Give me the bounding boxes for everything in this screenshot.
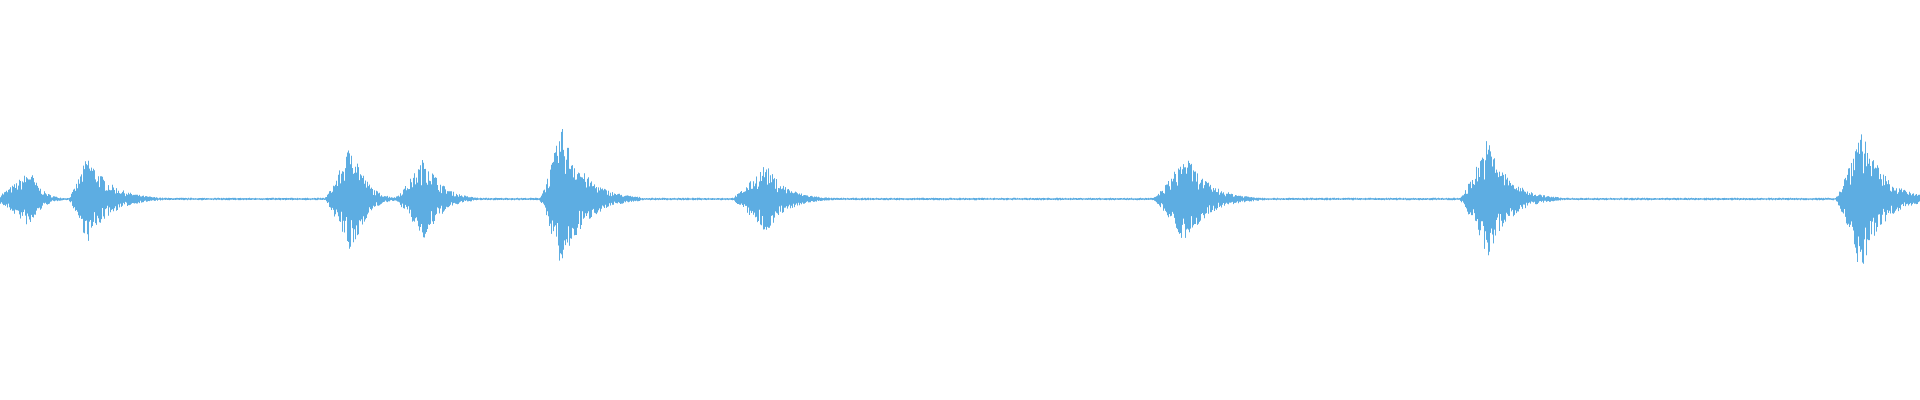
waveform-path — [0, 129, 1920, 264]
